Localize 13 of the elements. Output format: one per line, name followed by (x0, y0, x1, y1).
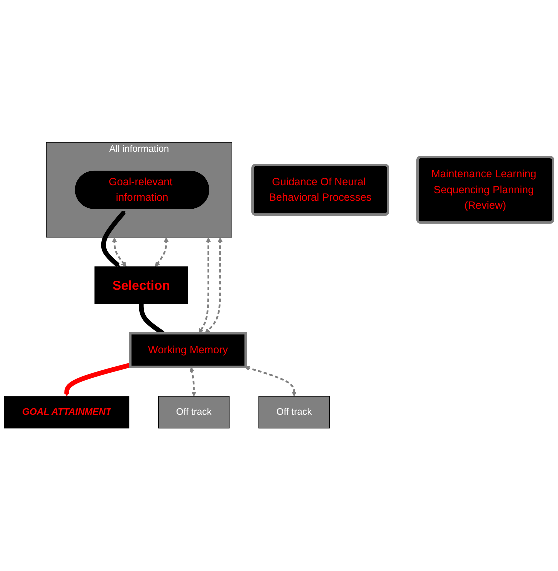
arrow (205, 237, 223, 334)
arrow (190, 367, 197, 397)
arrow (198, 237, 212, 334)
arrow (155, 237, 170, 268)
arrow (244, 366, 297, 397)
arrow (64, 363, 132, 397)
arrow (101, 210, 126, 268)
node-box: Working Memory (129, 332, 248, 368)
node-box: Selection (94, 266, 188, 304)
arrow (112, 237, 127, 268)
node-box: GOAL ATTAINMENT (4, 396, 130, 429)
node-box: Off track (258, 396, 330, 429)
node-box: Off track (158, 396, 230, 429)
